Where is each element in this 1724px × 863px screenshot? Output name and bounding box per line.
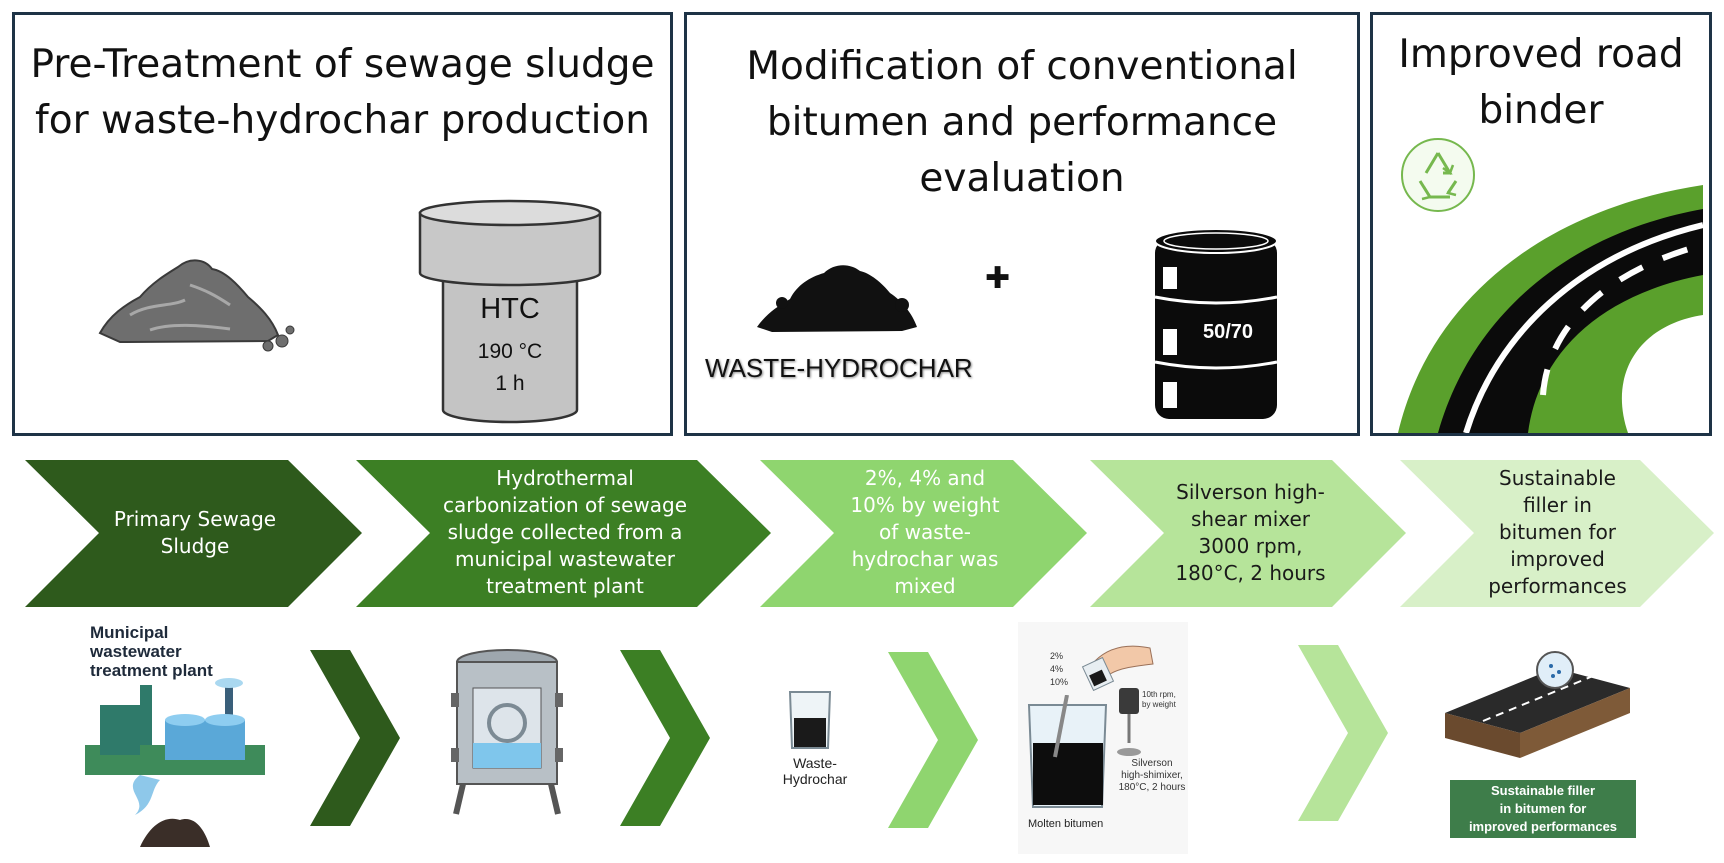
plant-label-line: treatment plant — [90, 661, 213, 680]
step-line: 3000 rpm, — [1198, 533, 1303, 558]
plant-label-line: Municipal — [90, 623, 169, 642]
step-line: hydrochar was — [851, 547, 999, 571]
beaker-label: Waste- Hydrochar — [770, 755, 860, 787]
mixer-caption-line: high-shimixer, — [1121, 770, 1183, 781]
step-line: sludge collected from a — [447, 520, 683, 544]
htc-reactor-icon — [418, 199, 602, 424]
barrel-label: 50/70 — [1203, 321, 1254, 343]
pouring-hand-icon — [1081, 645, 1154, 691]
process-arrows — [25, 460, 1714, 607]
panel-road-binder: Improved road binder — [1370, 12, 1712, 436]
mixer-percentage: 2% — [1050, 651, 1064, 661]
mixer-percentages: 2% 4% 10% — [1050, 650, 1068, 689]
process-step-4-text: Silverson high- shear mixer 3000 rpm, 18… — [1148, 460, 1353, 605]
step-line: performances — [1488, 574, 1627, 598]
step-line: Hydrothermal — [496, 466, 634, 490]
step-line: Sustainable — [1499, 466, 1616, 490]
mixer-caption: Silverson high-shimixer, 180°C, 2 hours — [1112, 758, 1192, 794]
panel-title-line: bitumen and performance — [766, 100, 1278, 145]
htc-reactor-vessel-icon — [451, 649, 563, 815]
mixer-speed: 10th rpm, by weight — [1142, 690, 1176, 710]
high-shear-mixer-icon — [1117, 688, 1141, 756]
plant-label: Municipal wastewater treatment plant — [90, 623, 213, 680]
mixing-vessel-icon — [1027, 695, 1108, 808]
road-caption-box: Sustainable filler in bitumen for improv… — [1450, 780, 1636, 838]
step-line: 10% by weight — [850, 493, 1000, 517]
step-line: 2%, 4% and — [864, 466, 986, 490]
step-line: improved — [1510, 547, 1605, 571]
process-step-4-arrow — [1090, 460, 1406, 607]
flow-chevron-icon — [888, 652, 978, 828]
sludge-pile-icon — [98, 259, 295, 352]
step-line: Silverson high- — [1176, 479, 1325, 504]
panel-title: Improved road binder — [1373, 27, 1709, 139]
mixer-speed-line: 10th rpm, — [1142, 690, 1176, 699]
plus-icon: ✚ — [985, 262, 1011, 295]
hydrochar-label: WASTE-HYDROCHAR — [705, 353, 973, 383]
panel-title-line: Pre-Treatment of sewage sludge — [30, 42, 655, 87]
bitumen-barrel-icon — [1154, 228, 1278, 419]
road-section-icon — [1445, 651, 1630, 758]
step-line: mixed — [894, 574, 956, 598]
process-step-5-text: Sustainable filler in bitumen for improv… — [1465, 460, 1650, 605]
process-step-5-arrow — [1400, 460, 1714, 607]
step-line: municipal wastewater — [455, 547, 675, 571]
step-line: bitumen for — [1498, 520, 1617, 544]
reactor-time: 1 h — [495, 372, 525, 395]
panel-title: Modification of conventional bitumen and… — [687, 39, 1357, 207]
panel-pretreatment: Pre-Treatment of sewage sludge for waste… — [12, 12, 673, 436]
mixer-percentage: 10% — [1050, 677, 1069, 687]
mixer-caption-line: Silverson — [1131, 758, 1173, 769]
process-step-1-text: Primary Sewage Sludge — [100, 460, 290, 605]
step-line: filler in — [1523, 493, 1592, 517]
panel-title-line: for waste-hydrochar production — [35, 98, 650, 143]
flow-chevron-icon — [1298, 645, 1388, 821]
reactor-temperature: 190 °C — [477, 340, 543, 363]
panel-title-line: Improved road — [1398, 32, 1684, 77]
process-step-2-arrow — [356, 460, 771, 607]
panel-title-line: evaluation — [919, 156, 1125, 201]
step-line: Sludge — [160, 533, 230, 558]
plant-label-line: wastewater — [90, 642, 182, 661]
step-line: carbonization of sewage — [442, 493, 688, 517]
step-line: Primary Sewage — [113, 506, 277, 531]
process-step-2-text: Hydrothermal carbonization of sewage slu… — [425, 460, 705, 605]
step-line: of waste- — [878, 520, 971, 544]
step-line: shear mixer — [1190, 506, 1310, 531]
step-line: treatment plant — [486, 574, 644, 598]
panel-modification: Modification of conventional bitumen and… — [684, 12, 1360, 436]
hydrochar-beaker-icon — [788, 691, 832, 749]
road-caption-line: improved performances — [1468, 819, 1618, 834]
reactor-label: HTC — [480, 293, 540, 325]
mixer-caption-line: 180°C, 2 hours — [1118, 782, 1186, 793]
recycle-icon — [1401, 138, 1475, 212]
panel-title-line: Modification of conventional — [746, 44, 1298, 89]
mixer-percentage: 4% — [1050, 664, 1064, 674]
hydrochar-pile-icon — [757, 265, 917, 332]
process-step-1-arrow — [25, 460, 362, 607]
road-caption-line: Sustainable filler — [1490, 783, 1596, 798]
road-caption-line: in bitumen for — [1499, 801, 1587, 816]
beaker-label-line: Waste- — [793, 755, 837, 771]
beaker-label-line: Hydrochar — [782, 771, 848, 787]
process-step-3-text: 2%, 4% and 10% by weight of waste- hydro… — [830, 460, 1020, 605]
flow-chevron-icon — [310, 650, 400, 826]
mixer-speed-line: by weight — [1142, 700, 1176, 709]
flow-chevron-icon — [620, 650, 710, 826]
panel-title-line: binder — [1478, 88, 1604, 133]
panel-title: Pre-Treatment of sewage sludge for waste… — [15, 37, 670, 149]
treatment-plant-icon — [85, 678, 265, 847]
road-icon — [1398, 175, 1703, 433]
step-line: 180°C, 2 hours — [1175, 560, 1326, 585]
process-step-3-arrow — [760, 460, 1087, 607]
molten-bitumen-label: Molten bitumen — [1028, 818, 1104, 830]
